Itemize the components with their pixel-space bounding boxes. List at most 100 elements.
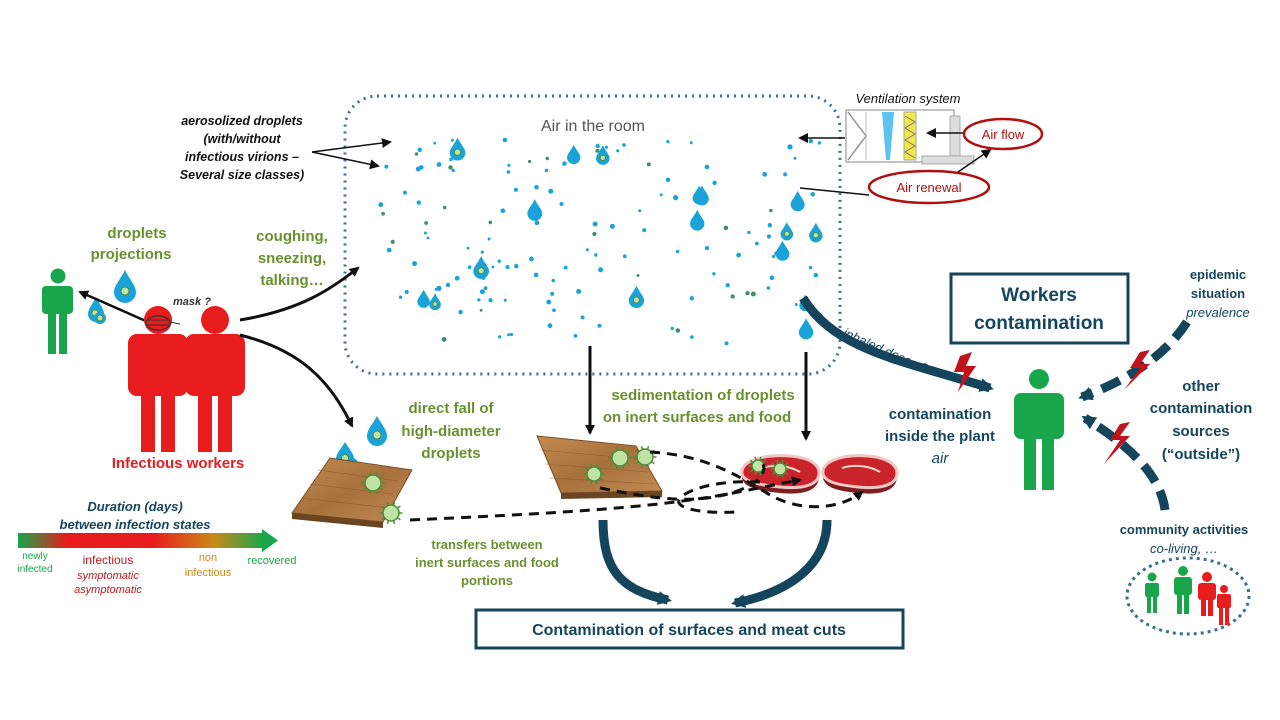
droplet [483, 286, 488, 290]
droplet [426, 236, 430, 240]
virus-spike [386, 501, 390, 506]
droplet [794, 303, 798, 306]
droplet [527, 199, 543, 221]
droplet [598, 267, 604, 273]
mask-label: mask ? [173, 296, 211, 308]
droplet [730, 294, 735, 299]
droplet [533, 272, 539, 278]
droplet [505, 265, 510, 269]
droplet [673, 195, 679, 201]
droplet [609, 223, 615, 229]
state-non-1: non [199, 552, 217, 564]
droplet [454, 275, 460, 281]
droplet [417, 289, 430, 308]
worker-icon [1014, 369, 1064, 490]
droplet [552, 308, 556, 313]
virus-spike [776, 474, 779, 479]
droplet [762, 171, 768, 177]
droplet [636, 274, 640, 277]
virus-spike [386, 520, 390, 525]
droplet [551, 278, 555, 283]
droplet [638, 209, 642, 213]
virus-spike [585, 477, 589, 481]
droplet [436, 162, 442, 167]
virus-spike [635, 449, 639, 453]
aerosol-line-2: (with/without [203, 132, 281, 146]
droplet [769, 275, 775, 281]
air-renewal-arrow [957, 148, 992, 173]
droplet [480, 250, 484, 254]
droplet [692, 185, 706, 205]
droplet [675, 328, 681, 333]
droplet [545, 156, 549, 161]
droplet [580, 315, 585, 320]
duration-gradient-bar [18, 533, 263, 548]
virus-spike [771, 471, 776, 476]
virus-spike [626, 450, 630, 454]
virus-spike [784, 462, 789, 467]
air-renewal-badge [867, 169, 991, 205]
droplet [414, 152, 419, 156]
community-arrow [1081, 414, 1170, 511]
virus-spike [646, 464, 650, 469]
virus-spike [368, 490, 372, 495]
virus-spike [599, 467, 603, 471]
virus-particle [748, 456, 768, 476]
virus-spike [590, 463, 593, 468]
droplet [507, 163, 511, 167]
droplet [585, 248, 589, 252]
droplet [458, 309, 463, 315]
droplet [767, 223, 772, 228]
droplet [725, 283, 730, 288]
droplet [442, 205, 447, 210]
workers-contamination-line-1: Workers [1001, 285, 1077, 306]
droplet [487, 237, 491, 241]
air-renewal-label: Air renewal [896, 180, 961, 195]
lightning-icon [1124, 350, 1150, 390]
droplet [766, 234, 772, 239]
droplet [808, 138, 813, 144]
contamination-inside-line-2: inside the plant [885, 428, 995, 445]
contamination-surfaces-box [474, 608, 905, 650]
ventilation-unit [845, 109, 955, 163]
ventilation-filter [903, 111, 917, 161]
prevalence-label: prevalence [1185, 305, 1250, 320]
virus-spike [749, 468, 754, 473]
virus-spike [397, 505, 401, 509]
virus-spike [781, 474, 784, 479]
droplet-virion [599, 154, 606, 162]
virus-spike [621, 446, 625, 451]
droplet [810, 192, 816, 197]
droplet [724, 341, 729, 346]
meat-cut-2 [821, 454, 899, 494]
virus-particle [361, 471, 385, 495]
droplet [488, 298, 493, 303]
virus-particle [608, 446, 632, 470]
droplet-virion [783, 230, 790, 237]
infectious-workers-label: Infectious workers [112, 455, 245, 472]
droplet [675, 249, 680, 254]
virus-spike [635, 461, 639, 465]
droplet [787, 144, 793, 150]
exposed-worker-icon [42, 268, 73, 354]
inhaled-doses-label: inhaled doses ? [841, 325, 931, 376]
droplet [690, 335, 694, 339]
droplets-projections-line-1: droplets [107, 225, 166, 242]
droplet [497, 259, 501, 263]
droplet [423, 231, 427, 235]
lightning-icon [954, 352, 976, 392]
transfers-line-1: transfers between [431, 537, 542, 552]
droplet [506, 170, 511, 174]
virus-spike [585, 467, 589, 471]
droplet [798, 318, 814, 340]
virus-spike [781, 459, 784, 464]
droplet [451, 168, 455, 173]
emission-to-air-arrow [239, 266, 360, 322]
aerosol-line-4: Several size classes) [180, 168, 304, 182]
state-newly-2: infected [17, 564, 52, 575]
sedimentation-line-2: on inert surfaces and food [603, 409, 791, 426]
virus-spike [784, 471, 789, 476]
droplet [813, 272, 818, 278]
virus-spike [759, 471, 762, 476]
